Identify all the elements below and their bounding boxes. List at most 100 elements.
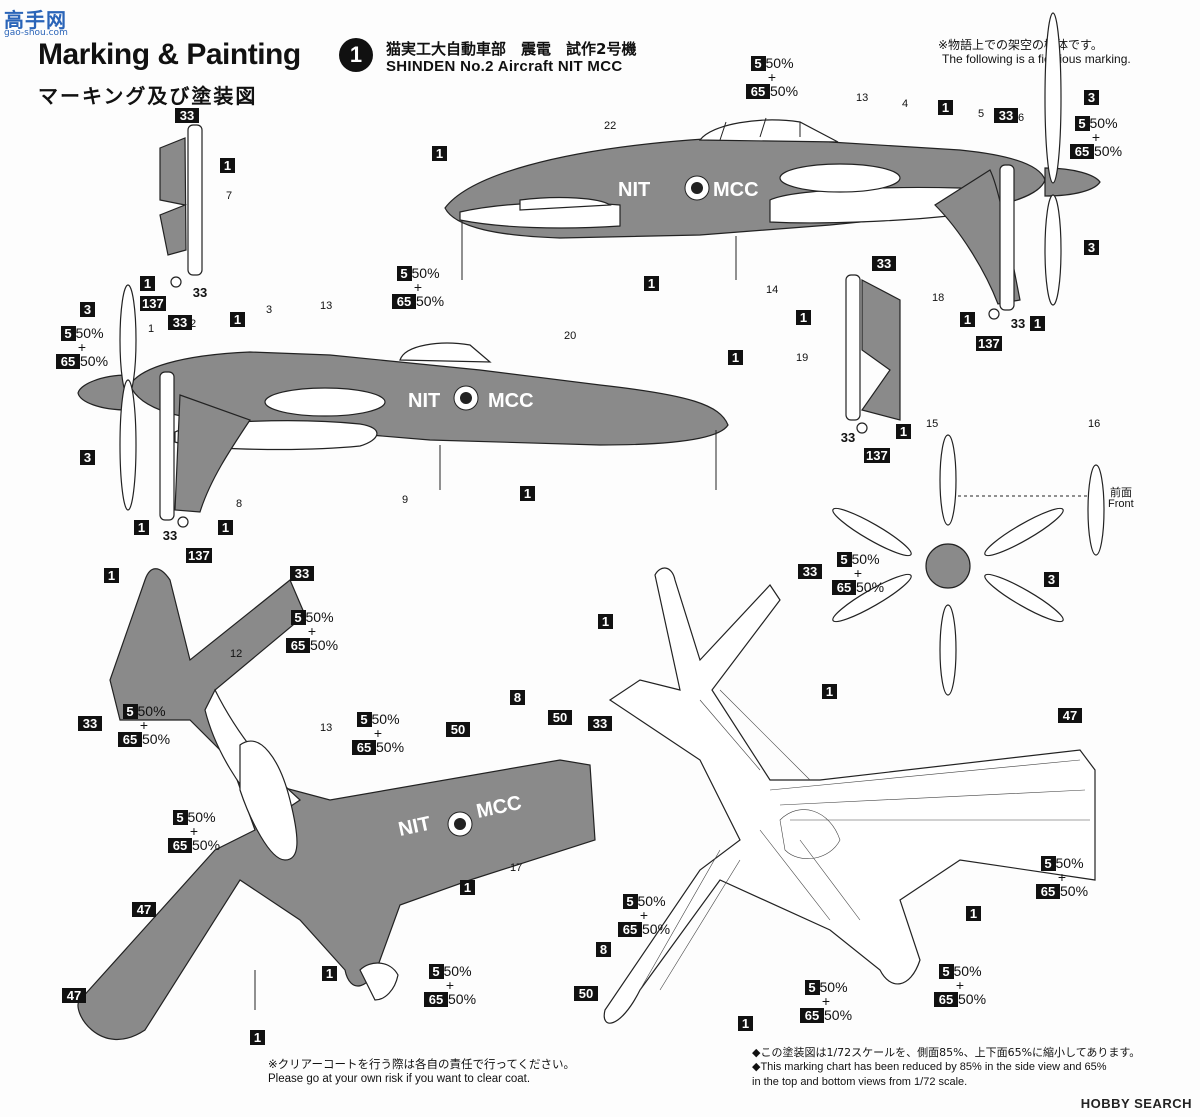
callout-3: 3	[1044, 572, 1059, 587]
part-number: 5	[978, 108, 985, 120]
scale-note-jp: ◆この塗装図は1/72スケールを、側面85%、上下面65%に縮小してあります。	[752, 1046, 1141, 1059]
bottom-view	[603, 567, 1096, 1024]
callout-33: 33	[840, 430, 856, 445]
callout-1: 1	[796, 310, 811, 325]
part-number: 22	[604, 120, 617, 132]
callout-1: 1	[938, 100, 953, 115]
callout-1: 1	[1030, 316, 1045, 331]
part-number: 6	[1018, 112, 1025, 124]
callout-3: 3	[1084, 240, 1099, 255]
propeller-front-view	[832, 434, 1105, 696]
fin-detail-upper-left	[159, 124, 203, 288]
callout-1: 1	[104, 568, 119, 583]
callout-137: 137	[864, 448, 890, 463]
front-label-jp: 前面	[1110, 486, 1132, 499]
callout-47: 47	[1058, 708, 1082, 723]
callout-33: 33	[162, 528, 178, 543]
callout-33: 33	[192, 285, 208, 300]
fin-detail-right	[845, 274, 901, 434]
part-number: 3	[266, 304, 273, 316]
top-view: NIT MCC	[77, 568, 596, 1040]
callout-1: 1	[896, 424, 911, 439]
callout-33: 33	[872, 256, 896, 271]
part-number: 7	[226, 190, 233, 202]
source-watermark: HOBBY SEARCH	[1080, 1096, 1192, 1111]
callout-137: 137	[140, 296, 166, 311]
callout-8: 8	[510, 690, 525, 705]
part-number: 14	[766, 284, 779, 296]
callout-33: 33	[798, 564, 822, 579]
clear-coat-note-en: Please go at your own risk if you want t…	[268, 1073, 531, 1085]
callout-3: 3	[1084, 90, 1099, 105]
part-number: 8	[236, 498, 243, 510]
marking-title-en: SHINDEN No.2 Aircraft NIT MCC	[386, 58, 623, 75]
callout-1: 1	[822, 684, 837, 699]
watermark-url: gao-shou.com	[4, 28, 68, 38]
callout-33: 33	[168, 315, 192, 330]
callout-1: 1	[134, 520, 149, 535]
part-number: 15	[926, 418, 939, 430]
part-number: 20	[564, 330, 577, 342]
callout-1: 1	[432, 146, 447, 161]
part-number: 9	[402, 494, 409, 506]
watermark-logo: 高手网	[4, 8, 67, 32]
side-view-left: NIT MCC	[77, 284, 729, 528]
part-number: 17	[510, 862, 523, 874]
callout-1: 1	[960, 312, 975, 327]
part-number: 13	[320, 300, 333, 312]
part-number: 4	[902, 98, 909, 110]
callout-1: 1	[598, 614, 613, 629]
callout-1: 1	[738, 1016, 753, 1031]
marking-title-jp: 猫実工大自動車部 震電 試作2号機	[386, 40, 637, 58]
callout-1: 1	[460, 880, 475, 895]
callout-33: 33	[994, 108, 1018, 123]
callout-3: 3	[80, 302, 95, 317]
fictitious-note-jp: ※物語上での架空の機体です。	[938, 38, 1103, 52]
callout-137: 137	[976, 336, 1002, 351]
page-title: Marking & Painting	[38, 38, 301, 71]
svg-text:MCC: MCC	[488, 390, 534, 412]
callout-50: 50	[446, 722, 470, 737]
callout-1: 1	[322, 966, 337, 981]
callout-1: 1	[230, 312, 245, 327]
callout-50: 50	[574, 986, 598, 1001]
side-view-right: NIT MCC	[444, 12, 1101, 320]
part-number: 1	[148, 323, 155, 335]
nit-text: NIT	[618, 179, 650, 201]
callout-1: 1	[728, 350, 743, 365]
scale-note-en-1: ◆This marking chart has been reduced by …	[752, 1061, 1107, 1073]
marking-number-badge: 1	[339, 38, 373, 72]
callout-1: 1	[140, 276, 155, 291]
page-title-jp: マーキング及び塗装図	[38, 84, 258, 108]
callout-47: 47	[62, 988, 86, 1003]
callout-137: 137	[186, 548, 212, 563]
front-label-en: Front	[1108, 498, 1134, 510]
svg-text:NIT: NIT	[408, 390, 440, 412]
callout-1: 1	[520, 486, 535, 501]
callout-33: 33	[78, 716, 102, 731]
part-number: 13	[320, 722, 333, 734]
callout-50: 50	[548, 710, 572, 725]
callout-3: 3	[80, 450, 95, 465]
fictitious-note-en: The following is a fictitious marking.	[942, 52, 1131, 66]
callout-33: 33	[588, 716, 612, 731]
callout-1: 1	[250, 1030, 265, 1045]
callout-33: 33	[1010, 316, 1026, 331]
part-number: 13	[856, 92, 869, 104]
part-number: 19	[796, 352, 809, 364]
callout-1: 1	[644, 276, 659, 291]
callout-1: 1	[220, 158, 235, 173]
clear-coat-note-jp: ※クリアーコートを行う際は各自の責任で行ってください。	[268, 1057, 576, 1071]
